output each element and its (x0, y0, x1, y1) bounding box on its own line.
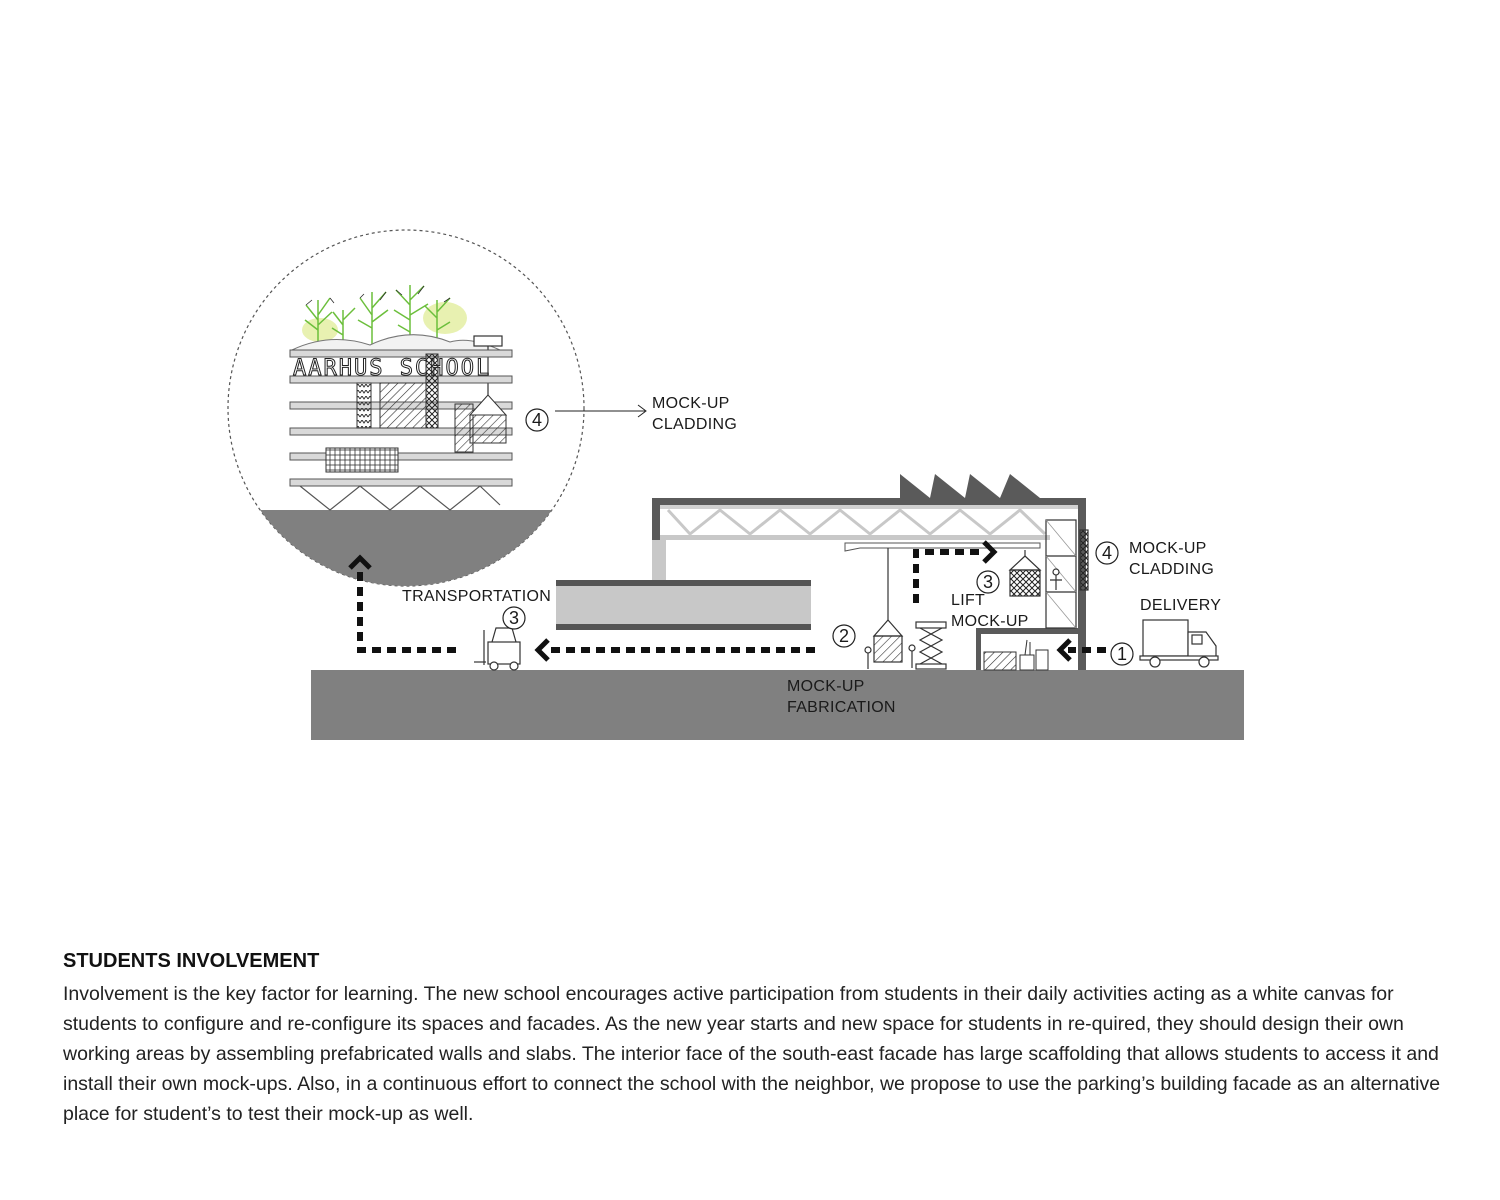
fabrication-label-line2: FABRICATION (787, 699, 896, 716)
mezzanine-slab (556, 580, 811, 630)
svg-text:4: 4 (1102, 543, 1112, 563)
callout-step-number: 4 (532, 410, 542, 430)
svg-text:3: 3 (983, 572, 993, 592)
description-block: STUDENTS INVOLVEMENT Involvement is the … (63, 950, 1443, 1129)
step-lift: 3 LIFT MOCK-UP (951, 570, 1029, 630)
delivery-label: DELIVERY (1140, 597, 1221, 614)
section-body: Involvement is the key factor for learni… (63, 983, 1441, 1125)
delivery-room (976, 628, 1086, 671)
school-sign: AARHUS SCHOOL (293, 356, 491, 381)
transportation-label: TRANSPORTATION (402, 588, 551, 605)
hanging-mock-up (468, 394, 508, 444)
scissor-lift (864, 621, 947, 670)
cladding-label-line1: MOCK-UP (1129, 540, 1207, 557)
step-fabrication: 2 MOCK-UP FABRICATION (787, 624, 896, 716)
arrow-heads (348, 540, 1072, 662)
section-title: STUDENTS INVOLVEMENT (63, 950, 320, 972)
step-delivery: 1 DELIVERY (1110, 597, 1221, 666)
callout-cladding: 4 MOCK-UP CLADDING (525, 395, 737, 433)
arrow-lift (913, 549, 984, 603)
crane-mock-up (872, 548, 1042, 663)
arrow-transportation (357, 572, 456, 653)
lift-label-line1: LIFT (951, 592, 985, 609)
flow-arrows (357, 549, 1106, 653)
cladding-label-line2: CLADDING (1129, 561, 1214, 578)
circle-truss (299, 485, 501, 511)
svg-text:1: 1 (1117, 644, 1127, 664)
facade-scaffolding (1045, 519, 1089, 629)
lift-label-line2: MOCK-UP (951, 613, 1029, 630)
step-transportation: TRANSPORTATION 3 (402, 588, 551, 630)
students-involvement-diagram: AARHUS SCHOOL 4 MOCK-UP CLADDING (227, 229, 1244, 740)
step-cladding: 4 MOCK-UP CLADDING (1095, 540, 1214, 578)
forklift-icon (474, 627, 521, 671)
svg-text:2: 2 (839, 626, 849, 646)
delivery-truck-icon (1139, 619, 1219, 668)
fabrication-label-line1: MOCK-UP (787, 678, 865, 695)
callout-label-line1: MOCK-UP (652, 395, 730, 412)
ground (311, 670, 1244, 740)
mock-up-panels (325, 353, 474, 473)
roof-trees (291, 285, 501, 351)
svg-text:3: 3 (509, 608, 519, 628)
callout-label-line2: CLADDING (652, 416, 737, 433)
